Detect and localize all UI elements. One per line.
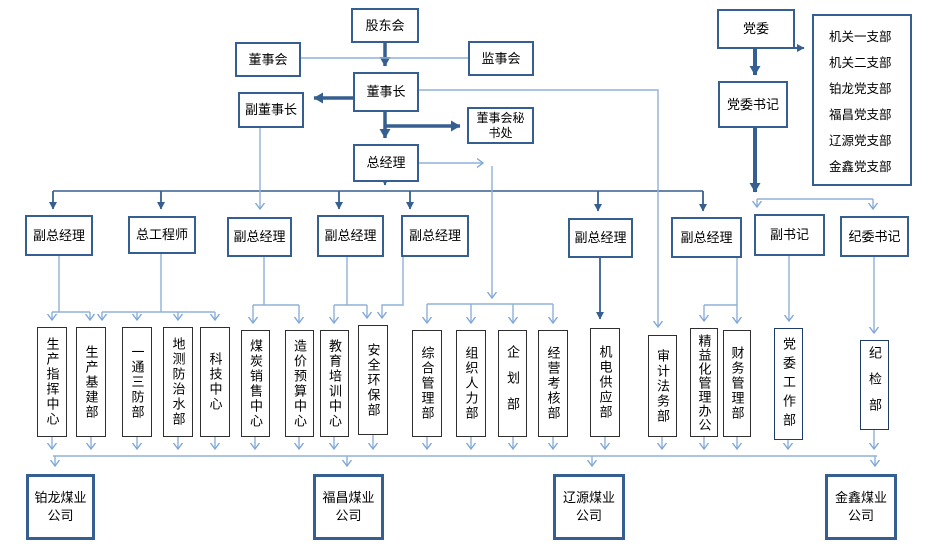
company-jinxin-coal: 金鑫煤业公司 bbox=[825, 474, 897, 540]
node-deputy-gm-4: 副总经理 bbox=[401, 215, 469, 257]
dept-lean-management-office: 精益化管理办公 bbox=[690, 328, 718, 437]
dept-party-committee-work: 党委工作部 bbox=[774, 328, 803, 440]
node-deputy-party-secretary: 副书记 bbox=[754, 214, 825, 256]
dept-education-training-center: 教育培训中心 bbox=[320, 330, 349, 437]
company-bolong-coal: 铂龙煤业公司 bbox=[26, 474, 95, 540]
node-shareholders-meeting: 股东会 bbox=[351, 8, 419, 43]
node-party-committee: 党委 bbox=[717, 9, 795, 49]
dept-ventilation-three-preventions: 一通三防部 bbox=[122, 327, 152, 437]
node-deputy-gm-6: 副总经理 bbox=[671, 217, 742, 258]
node-deputy-gm-3: 副总经理 bbox=[317, 215, 384, 257]
dept-safety-environment: 安全环保部 bbox=[358, 325, 388, 435]
dept-cost-budget-center: 造价预算中心 bbox=[285, 330, 314, 437]
company-liaoyuan-coal: 辽源煤业公司 bbox=[553, 474, 625, 540]
node-vice-chairman: 副董事长 bbox=[238, 92, 304, 128]
party-branch-item: 福昌党支部 bbox=[829, 107, 892, 122]
node-board-of-directors: 董事会 bbox=[235, 42, 301, 77]
node-discipline-committee-secretary: 纪委书记 bbox=[840, 216, 909, 257]
party-branch-item: 辽源党支部 bbox=[829, 133, 892, 148]
dept-production-command-center: 生产指挥中心 bbox=[37, 327, 67, 437]
node-deputy-gm-1: 副总经理 bbox=[25, 215, 93, 256]
dept-finance-management: 财务管理部 bbox=[723, 330, 751, 437]
party-branch-list: 机关一支部 机关二支部 铂龙党支部 福昌党支部 辽源党支部 金鑫党支部 bbox=[812, 14, 912, 186]
node-general-manager: 总经理 bbox=[353, 144, 419, 182]
dept-audit-legal: 审计法务部 bbox=[648, 335, 677, 437]
dept-science-technology-center: 科技中心 bbox=[200, 327, 230, 437]
dept-discipline-inspection: 纪检部 bbox=[860, 340, 889, 430]
dept-production-infrastructure: 生产基建部 bbox=[76, 327, 106, 437]
party-branch-item: 铂龙党支部 bbox=[829, 81, 892, 96]
node-chief-engineer: 总工程师 bbox=[128, 216, 196, 254]
dept-organization-hr: 组织人力部 bbox=[456, 330, 486, 437]
dept-planning: 企划部 bbox=[498, 330, 527, 437]
node-board-secretariat: 董事会秘书处 bbox=[467, 107, 534, 144]
dept-geology-water-control: 地测防治水部 bbox=[163, 327, 193, 437]
node-deputy-gm-5: 副总经理 bbox=[568, 218, 633, 258]
party-branch-item: 金鑫党支部 bbox=[829, 159, 892, 174]
node-supervisory-board: 监事会 bbox=[468, 41, 534, 76]
node-party-secretary: 党委书记 bbox=[718, 81, 788, 128]
party-branch-item: 机关二支部 bbox=[829, 55, 892, 70]
dept-general-management: 综合管理部 bbox=[412, 330, 442, 437]
node-chairman: 董事长 bbox=[353, 72, 419, 112]
dept-mechanical-electrical-supply: 机电供应部 bbox=[590, 328, 620, 437]
party-branch-item: 机关一支部 bbox=[829, 29, 892, 44]
dept-coal-sales-center: 煤炭销售中心 bbox=[241, 330, 270, 437]
node-deputy-gm-2: 副总经理 bbox=[227, 217, 292, 257]
company-fuchang-coal: 福昌煤业公司 bbox=[313, 474, 384, 540]
dept-operation-assessment: 经营考核部 bbox=[538, 330, 568, 437]
